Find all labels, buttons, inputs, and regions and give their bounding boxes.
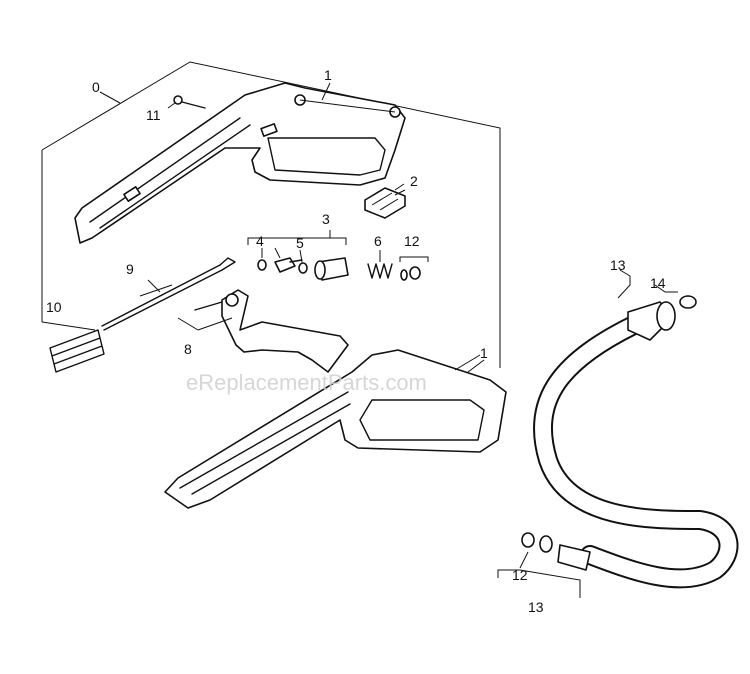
callout-9: 9: [126, 261, 134, 277]
spring-part-10: [49, 329, 105, 373]
part-5-oring: [298, 262, 308, 274]
callout-0: 0: [92, 79, 100, 95]
valve-stem: [274, 257, 303, 273]
part-4-washer: [257, 259, 267, 271]
callout-5: 5: [296, 235, 304, 251]
callout-13-top: 13: [610, 257, 626, 273]
gun-half-upper: [74, 82, 406, 244]
callout-12-bottom: 12: [512, 567, 528, 583]
callout-1-top: 1: [324, 67, 332, 83]
leader-lines: [261, 82, 678, 598]
callout-4: 4: [256, 233, 264, 249]
spring-part-6: [367, 263, 393, 279]
seal-part-12-top: [399, 256, 429, 281]
callout-6: 6: [374, 233, 382, 249]
callout-11: 11: [146, 107, 161, 123]
callout-10: 10: [46, 299, 62, 315]
callout-3: 3: [322, 211, 330, 227]
trigger-part-8: [177, 289, 349, 373]
oring-part-14: [679, 295, 697, 309]
rod-part-9: [101, 257, 236, 331]
callout-2: 2: [410, 173, 418, 189]
callout-14: 14: [650, 275, 666, 291]
clip-part-2: [364, 187, 406, 219]
callout-8: 8: [184, 341, 192, 357]
callout-12-top: 12: [404, 233, 420, 249]
screw-part-11: [167, 95, 206, 109]
bracket-part-3: [247, 230, 347, 245]
hose-part-13: [521, 301, 739, 589]
watermark: eReplacementParts.com: [186, 370, 427, 395]
valve-body: [314, 257, 349, 281]
gun-half-lower: [164, 349, 507, 509]
callout-1-bottom: 1: [480, 345, 488, 361]
callout-13-bottom: 13: [528, 599, 544, 615]
